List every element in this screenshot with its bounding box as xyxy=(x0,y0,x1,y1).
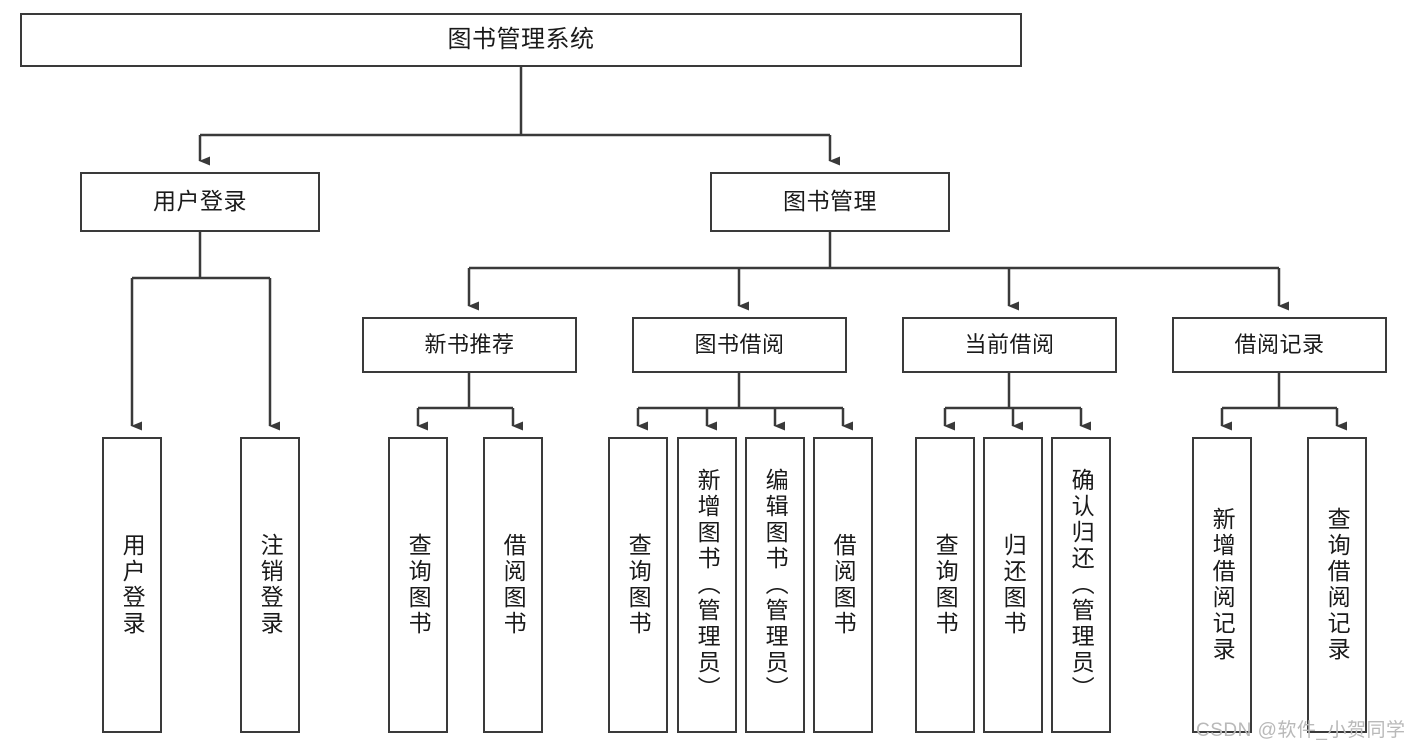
node-level3-label: 新书推荐 xyxy=(424,332,515,358)
node-level3-4[interactable]: 借阅记录 xyxy=(1172,317,1387,373)
node-leaf-3[interactable]: 查询图书 xyxy=(388,437,448,733)
node-leaf-8[interactable]: 借阅图书 xyxy=(813,437,873,733)
node-level2-2[interactable]: 图书管理 xyxy=(710,172,950,232)
node-leaf-label: 新增图书（管理员） xyxy=(694,468,721,702)
node-level2-1[interactable]: 用户登录 xyxy=(80,172,320,232)
node-leaf-13[interactable]: 查询借阅记录 xyxy=(1307,437,1367,733)
node-root[interactable]: 图书管理系统 xyxy=(20,13,1022,67)
node-leaf-11[interactable]: 确认归还（管理员） xyxy=(1051,437,1111,733)
node-leaf-label: 查询借阅记录 xyxy=(1324,507,1351,663)
node-leaf-label: 编辑图书（管理员） xyxy=(762,468,789,702)
node-level3-2[interactable]: 图书借阅 xyxy=(632,317,847,373)
node-leaf-2[interactable]: 注销登录 xyxy=(240,437,300,733)
node-level2-label: 图书管理 xyxy=(783,188,877,215)
node-leaf-label: 归还图书 xyxy=(1000,533,1027,637)
node-level2-label: 用户登录 xyxy=(153,188,247,215)
node-leaf-label: 查询图书 xyxy=(932,533,959,637)
node-leaf-label: 查询图书 xyxy=(625,533,652,637)
node-leaf-label: 注销登录 xyxy=(257,533,284,637)
node-leaf-5[interactable]: 查询图书 xyxy=(608,437,668,733)
node-root-label: 图书管理系统 xyxy=(447,25,595,53)
node-level3-3[interactable]: 当前借阅 xyxy=(902,317,1117,373)
node-level3-label: 当前借阅 xyxy=(964,332,1055,358)
node-leaf-label: 确认归还（管理员） xyxy=(1068,468,1095,702)
node-leaf-label: 借阅图书 xyxy=(830,533,857,637)
node-level3-1[interactable]: 新书推荐 xyxy=(362,317,577,373)
node-leaf-1[interactable]: 用户登录 xyxy=(102,437,162,733)
node-leaf-9[interactable]: 查询图书 xyxy=(915,437,975,733)
node-leaf-6[interactable]: 新增图书（管理员） xyxy=(677,437,737,733)
node-leaf-12[interactable]: 新增借阅记录 xyxy=(1192,437,1252,733)
node-level3-label: 借阅记录 xyxy=(1234,332,1325,358)
node-leaf-label: 用户登录 xyxy=(119,533,146,637)
node-leaf-label: 新增借阅记录 xyxy=(1209,507,1236,663)
csdn-watermark: CSDN @软件_小贺同学 xyxy=(1196,720,1405,741)
node-leaf-label: 查询图书 xyxy=(405,533,432,637)
node-leaf-10[interactable]: 归还图书 xyxy=(983,437,1043,733)
node-level3-label: 图书借阅 xyxy=(694,332,785,358)
node-leaf-4[interactable]: 借阅图书 xyxy=(483,437,543,733)
node-leaf-label: 借阅图书 xyxy=(500,533,527,637)
node-leaf-7[interactable]: 编辑图书（管理员） xyxy=(745,437,805,733)
